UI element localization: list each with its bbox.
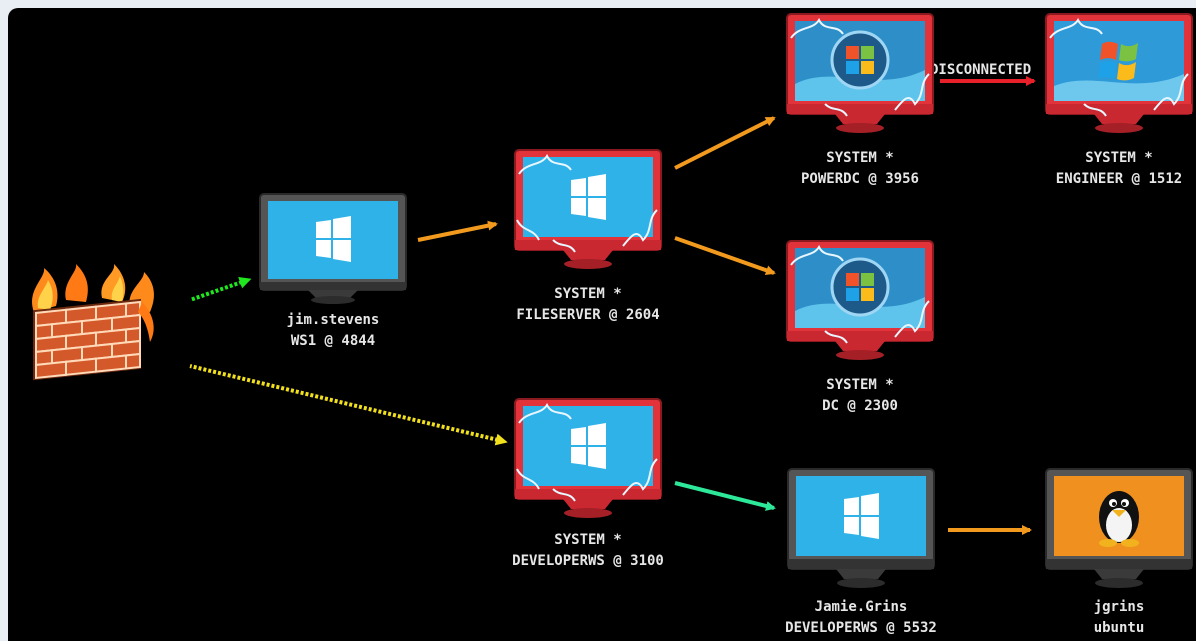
node-label-line2: ubuntu xyxy=(1093,620,1145,636)
firewall-node[interactable] xyxy=(26,264,166,384)
node-label-line2: POWERDC @ 3956 xyxy=(800,171,919,187)
graph-links xyxy=(189,76,1036,535)
node-dc[interactable]: SYSTEM * DC @ 2300 xyxy=(785,240,935,414)
node-label-line1: SYSTEM * xyxy=(554,286,622,302)
edge-ws1-fileserver xyxy=(417,220,498,242)
node-label-line1: SYSTEM * xyxy=(554,532,622,548)
node-developerws-3100[interactable]: SYSTEM * DEVELOPERWS @ 3100 xyxy=(512,398,664,569)
node-label-line2: DEVELOPERWS @ 5532 xyxy=(785,620,937,636)
node-fileserver[interactable]: SYSTEM * FILESERVER @ 2604 xyxy=(513,149,663,323)
windows-10-monitor-compromised-icon xyxy=(514,398,662,518)
windows-7-monitor-compromised-icon xyxy=(786,13,934,133)
windows-10-monitor-icon xyxy=(259,193,407,304)
node-label-line2: FILESERVER @ 2604 xyxy=(516,307,660,323)
node-ws1[interactable]: jim.stevens WS1 @ 4844 xyxy=(258,193,408,349)
windows-xp-monitor-compromised-icon xyxy=(1045,13,1193,133)
node-label-line1: Jamie.Grins xyxy=(814,599,908,615)
node-label-line2: ENGINEER @ 1512 xyxy=(1055,171,1183,187)
node-powerdc[interactable]: SYSTEM * POWERDC @ 3956 xyxy=(785,13,935,187)
edge-fileserver-dc xyxy=(674,236,776,276)
node-label-line2: WS1 @ 4844 xyxy=(290,333,376,349)
linux-tux-monitor-icon xyxy=(1045,468,1193,588)
edge-developerws3100-developerws5532 xyxy=(674,481,776,511)
windows-10-monitor-icon xyxy=(787,468,935,588)
node-label-line1: SYSTEM * xyxy=(826,377,894,393)
node-label-line2: DEVELOPERWS @ 3100 xyxy=(512,553,664,569)
edge-fileserver-powerdc xyxy=(674,116,776,170)
node-label-line1: SYSTEM * xyxy=(826,150,894,166)
pivot-graph-canvas[interactable]: DISCONNECTED xyxy=(8,8,1196,641)
node-developerws-5532[interactable]: Jamie.Grins DEVELOPERWS @ 5532 xyxy=(785,468,937,639)
edge-ws1-firewall xyxy=(189,276,252,302)
node-label-line1: SYSTEM * xyxy=(1085,150,1153,166)
node-label-line1: jgrins xyxy=(1093,599,1145,615)
edge-developerws3100-firewall xyxy=(189,364,508,446)
node-engineer[interactable]: SYSTEM * ENGINEER @ 1512 xyxy=(1044,13,1194,187)
node-label-line2: DC @ 2300 xyxy=(822,398,898,414)
windows-7-monitor-compromised-icon xyxy=(786,240,934,360)
node-label-line1: jim.stevens xyxy=(286,312,380,328)
windows-10-monitor-compromised-icon xyxy=(514,149,662,269)
edge-label-disconnected: DISCONNECTED xyxy=(930,62,1032,78)
node-ubuntu[interactable]: jgrins ubuntu xyxy=(1044,468,1194,639)
firewall-icon xyxy=(32,264,154,381)
